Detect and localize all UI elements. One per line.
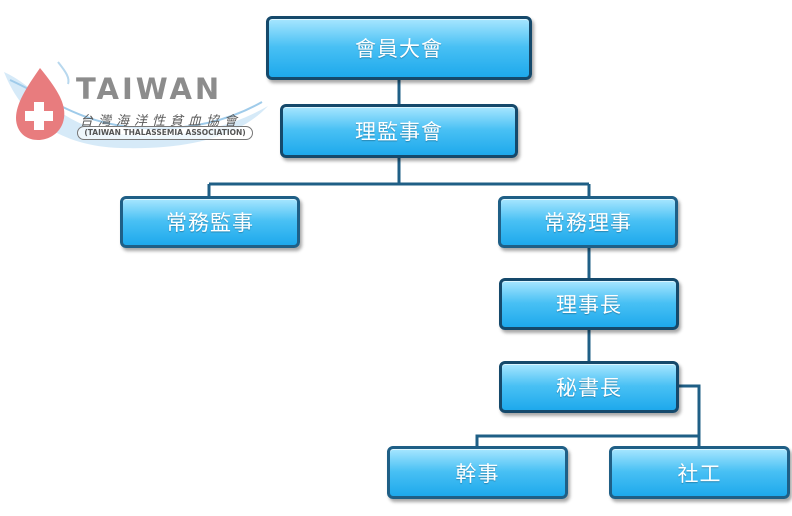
node-general-assembly: 會員大會 — [266, 16, 532, 80]
node-social-worker: 社工 — [609, 446, 790, 499]
logo-chinese-name: 台灣海洋性貧血協會 — [80, 114, 243, 129]
logo-title: TAIWAN — [76, 72, 223, 106]
node-secretary-general: 秘書長 — [499, 361, 679, 413]
node-chairman: 理事長 — [499, 278, 679, 330]
logo-english-name: (TAIWAN THALASSEMIA ASSOCIATION) — [77, 126, 253, 140]
node-standing-supervisor: 常務監事 — [120, 196, 300, 248]
node-board: 理監事會 — [280, 104, 518, 158]
node-staff: 幹事 — [387, 446, 568, 499]
node-standing-director: 常務理事 — [498, 196, 678, 248]
